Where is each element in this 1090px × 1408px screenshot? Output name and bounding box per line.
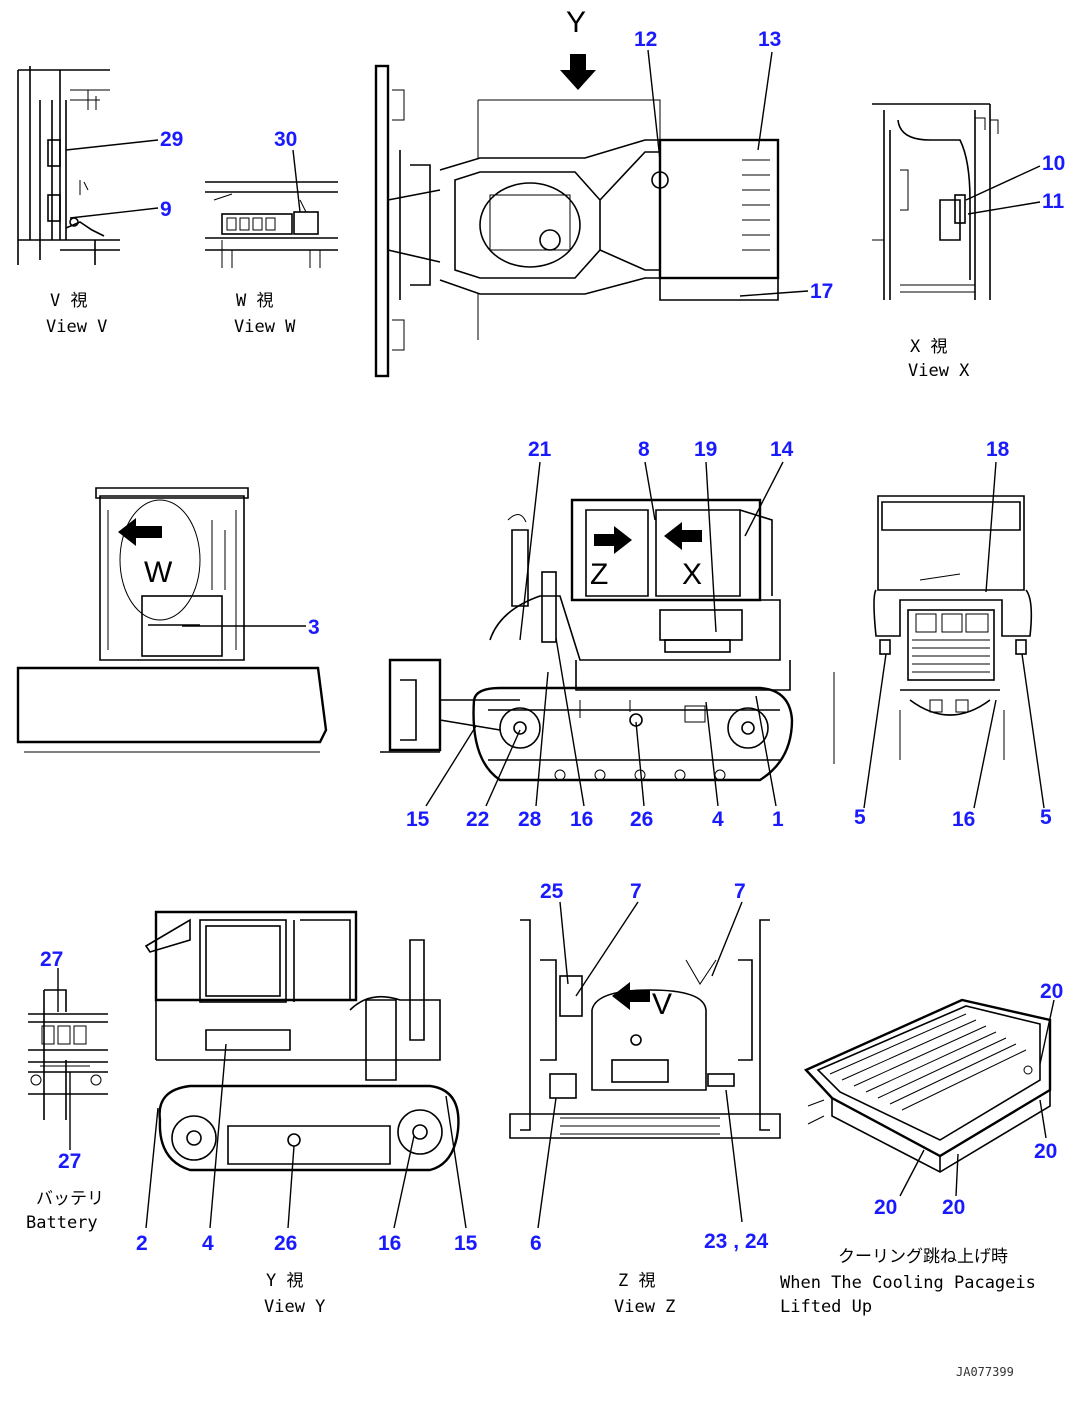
view-letter-z: Z bbox=[590, 558, 608, 591]
callout-4-side: 4 bbox=[712, 808, 724, 831]
callout-15-side: 15 bbox=[406, 808, 430, 831]
plan-view-drawing bbox=[374, 64, 780, 378]
rear-view-drawing bbox=[833, 495, 1033, 764]
callout-12: 12 bbox=[634, 28, 657, 51]
callout-27-bottom: 27 bbox=[58, 1150, 81, 1173]
callout-30: 30 bbox=[274, 128, 297, 151]
callout-14: 14 bbox=[770, 438, 794, 461]
callout-11: 11 bbox=[1042, 190, 1065, 213]
callout-5-left: 5 bbox=[854, 806, 866, 829]
caption-view-y-jp: Y 視 bbox=[266, 1271, 303, 1291]
callout-1: 1 bbox=[772, 808, 784, 831]
caption-view-v-en: View V bbox=[46, 317, 107, 337]
caption-view-z-jp: Z 視 bbox=[618, 1271, 655, 1291]
callout-26-side: 26 bbox=[630, 808, 653, 831]
caption-view-w-jp: W 視 bbox=[236, 291, 273, 311]
callout-25: 25 bbox=[540, 880, 564, 903]
callout-19: 19 bbox=[694, 438, 717, 461]
cab-rear-drawing bbox=[16, 487, 328, 753]
caption-view-z-en: View Z bbox=[614, 1297, 675, 1317]
cooling-package-drawing bbox=[803, 998, 1052, 1173]
callout-26-y: 26 bbox=[274, 1232, 297, 1255]
callout-23-24: 23 , 24 bbox=[704, 1230, 769, 1253]
callout-18: 18 bbox=[986, 438, 1010, 461]
callout-16-side: 16 bbox=[570, 808, 593, 831]
battery-drawing bbox=[28, 989, 108, 1120]
callout-6: 6 bbox=[530, 1232, 542, 1255]
callout-21: 21 bbox=[528, 438, 552, 461]
view-letter-w: W bbox=[144, 556, 173, 589]
callout-20-right: 20 bbox=[1034, 1140, 1057, 1163]
caption-view-w-en: View W bbox=[234, 317, 296, 337]
callout-2: 2 bbox=[136, 1232, 148, 1255]
view-w-drawing bbox=[205, 181, 338, 268]
view-w-arrow bbox=[118, 518, 162, 546]
view-v-drawing bbox=[17, 66, 120, 265]
caption-cooling-jp: クーリング跳ね上げ時 bbox=[838, 1247, 1008, 1267]
caption-view-y-en: View Y bbox=[264, 1297, 325, 1317]
callout-3: 3 bbox=[308, 616, 320, 639]
caption-view-x-jp: X 視 bbox=[910, 337, 947, 357]
view-y-drawing bbox=[144, 910, 460, 1172]
callout-27-top: 27 bbox=[40, 948, 63, 971]
callout-20-top: 20 bbox=[1040, 980, 1063, 1003]
view-x-drawing bbox=[872, 103, 999, 300]
callout-20-bottom-left: 20 bbox=[874, 1196, 897, 1219]
caption-battery-jp: バッテリ bbox=[36, 1189, 104, 1209]
callout-28: 28 bbox=[518, 808, 542, 831]
callout-20-bottom-right: 20 bbox=[942, 1196, 965, 1219]
view-z-arrow bbox=[594, 526, 632, 554]
callout-29: 29 bbox=[160, 128, 183, 151]
callout-10: 10 bbox=[1042, 152, 1065, 175]
callout-13: 13 bbox=[758, 28, 781, 51]
caption-cooling-en-1: When The Cooling Pacageis bbox=[780, 1273, 1036, 1293]
callout-17: 17 bbox=[810, 280, 833, 303]
view-z-drawing bbox=[509, 919, 781, 1139]
caption-cooling-en-2: Lifted Up bbox=[780, 1297, 872, 1317]
callout-16-rear: 16 bbox=[952, 808, 975, 831]
callout-16-y: 16 bbox=[378, 1232, 401, 1255]
callout-22: 22 bbox=[466, 808, 489, 831]
side-view-drawing bbox=[380, 498, 794, 782]
callout-4-y: 4 bbox=[202, 1232, 214, 1255]
caption-battery-en: Battery bbox=[26, 1213, 98, 1233]
reference-code: JA077399 bbox=[956, 1365, 1014, 1379]
view-letter-y: Y bbox=[566, 6, 586, 39]
callout-5-right: 5 bbox=[1040, 806, 1052, 829]
callout-7-right: 7 bbox=[734, 880, 746, 903]
view-x-arrow bbox=[664, 522, 702, 550]
caption-view-v-jp: V 視 bbox=[50, 291, 87, 311]
callout-7-left: 7 bbox=[630, 880, 642, 903]
callout-15-y: 15 bbox=[454, 1232, 478, 1255]
view-letter-x: X bbox=[682, 558, 702, 591]
view-v-arrow bbox=[612, 982, 650, 1010]
callout-9: 9 bbox=[160, 198, 172, 221]
caption-view-x-en: View X bbox=[908, 361, 970, 381]
view-y-arrow bbox=[560, 54, 596, 90]
callout-8: 8 bbox=[638, 438, 650, 461]
view-letter-v: V bbox=[652, 988, 672, 1021]
